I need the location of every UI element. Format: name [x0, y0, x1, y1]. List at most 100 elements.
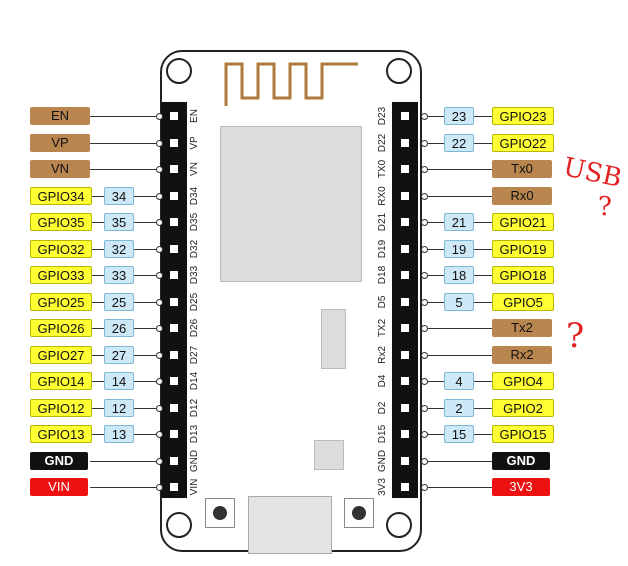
pin-pad-icon	[392, 342, 418, 368]
module-shield	[220, 126, 362, 282]
pin-function-label: GPIO2	[492, 399, 554, 417]
pin-function-label: 3V3	[492, 478, 550, 496]
gpio-number-badge: 21	[444, 213, 474, 231]
connector-line	[421, 458, 492, 465]
pin-silkscreen-label: TX0	[377, 159, 388, 179]
pin-pad-icon	[392, 315, 418, 341]
pin-function-label: GPIO12	[30, 399, 92, 417]
connector-line	[421, 166, 492, 173]
pin-function-label: GPIO4	[492, 372, 554, 390]
pin-function-label: GPIO14	[30, 372, 92, 390]
pin-silkscreen-label: TX2	[377, 318, 388, 338]
connector-line	[90, 458, 163, 465]
component	[321, 309, 346, 369]
connector-line	[421, 193, 492, 200]
pin-pad-icon	[161, 209, 187, 235]
en-button[interactable]	[205, 498, 235, 528]
pin-function-label: Tx0	[492, 160, 552, 178]
pin-silkscreen-label: RX0	[377, 186, 388, 206]
pin-silkscreen-label: EN	[189, 109, 200, 123]
pin-silkscreen-label: 3V3	[377, 478, 388, 496]
pin-function-label: VIN	[30, 478, 88, 496]
usb-annotation: USB	[560, 152, 625, 194]
pin-silkscreen-label: D4	[377, 374, 388, 388]
pin-silkscreen-label: GND	[377, 449, 388, 473]
gpio-number-badge: 13	[104, 425, 134, 443]
gpio-number-badge: 2	[444, 399, 474, 417]
pin-silkscreen-label: Rx2	[377, 346, 388, 364]
pin-pad-icon	[161, 103, 187, 129]
pin-function-label: GND	[492, 452, 550, 470]
pin-silkscreen-label: D15	[377, 424, 388, 444]
connector-line	[421, 484, 492, 491]
pin-function-label: VP	[30, 134, 90, 152]
pin-function-label: GPIO18	[492, 266, 554, 284]
pin-pad-icon	[392, 130, 418, 156]
connector-line	[90, 166, 163, 173]
pin-function-label: GPIO19	[492, 240, 554, 258]
question-mark-annotation: ?	[566, 316, 585, 356]
pin-silkscreen-label: D27	[189, 345, 200, 365]
pin-silkscreen-label: D2	[377, 401, 388, 415]
pin-silkscreen-label: VN	[189, 162, 200, 176]
pin-silkscreen-label: GND	[189, 449, 200, 473]
pin-pad-icon	[161, 289, 187, 315]
gpio-number-badge: 35	[104, 213, 134, 231]
mounting-hole-icon	[166, 58, 192, 84]
pin-function-label: GPIO35	[30, 213, 92, 231]
gpio-number-badge: 12	[104, 399, 134, 417]
pin-pad-icon	[161, 474, 187, 500]
pin-silkscreen-label: D12	[189, 398, 200, 418]
pin-pad-icon	[392, 474, 418, 500]
mounting-hole-icon	[386, 58, 412, 84]
pin-function-label: GPIO32	[30, 240, 92, 258]
connector-line	[90, 140, 163, 147]
gpio-number-badge: 26	[104, 319, 134, 337]
pin-function-label: GPIO27	[30, 346, 92, 364]
pin-pad-icon	[392, 236, 418, 262]
pin-function-label: GPIO5	[492, 293, 554, 311]
pin-silkscreen-label: D22	[377, 133, 388, 153]
pin-function-label: GPIO34	[30, 187, 92, 205]
pin-pad-icon	[392, 103, 418, 129]
component	[314, 440, 344, 470]
gpio-number-badge: 25	[104, 293, 134, 311]
pin-pad-icon	[392, 421, 418, 447]
pin-silkscreen-label: VP	[189, 136, 200, 150]
pin-silkscreen-label: D34	[189, 186, 200, 206]
pin-silkscreen-label: D21	[377, 212, 388, 232]
gpio-number-badge: 5	[444, 293, 474, 311]
pin-function-label: GPIO25	[30, 293, 92, 311]
connector-line	[421, 352, 492, 359]
pin-silkscreen-label: D18	[377, 265, 388, 285]
pin-pad-icon	[392, 448, 418, 474]
connector-line	[90, 484, 163, 491]
mounting-hole-icon	[386, 512, 412, 538]
pin-function-label: GPIO15	[492, 425, 554, 443]
connector-line	[90, 113, 163, 120]
pin-pad-icon	[161, 130, 187, 156]
pin-pad-icon	[392, 209, 418, 235]
usb-port	[248, 496, 332, 554]
pin-function-label: VN	[30, 160, 90, 178]
question-mark-annotation: ?	[598, 192, 612, 222]
boot-button[interactable]	[344, 498, 374, 528]
pin-silkscreen-label: D32	[189, 239, 200, 259]
pin-function-label: EN	[30, 107, 90, 125]
gpio-number-badge: 18	[444, 266, 474, 284]
pin-function-label: Tx2	[492, 319, 552, 337]
pin-silkscreen-label: D14	[189, 371, 200, 391]
pin-silkscreen-label: VIN	[189, 478, 200, 496]
pin-silkscreen-label: D26	[189, 318, 200, 338]
gpio-number-badge: 32	[104, 240, 134, 258]
pin-silkscreen-label: D19	[377, 239, 388, 259]
pin-function-label: GPIO13	[30, 425, 92, 443]
pin-pad-icon	[161, 342, 187, 368]
pin-pad-icon	[161, 236, 187, 262]
pin-function-label: Rx0	[492, 187, 552, 205]
pin-pad-icon	[392, 262, 418, 288]
pin-silkscreen-label: D35	[189, 212, 200, 232]
pin-pad-icon	[161, 395, 187, 421]
pin-pad-icon	[161, 156, 187, 182]
